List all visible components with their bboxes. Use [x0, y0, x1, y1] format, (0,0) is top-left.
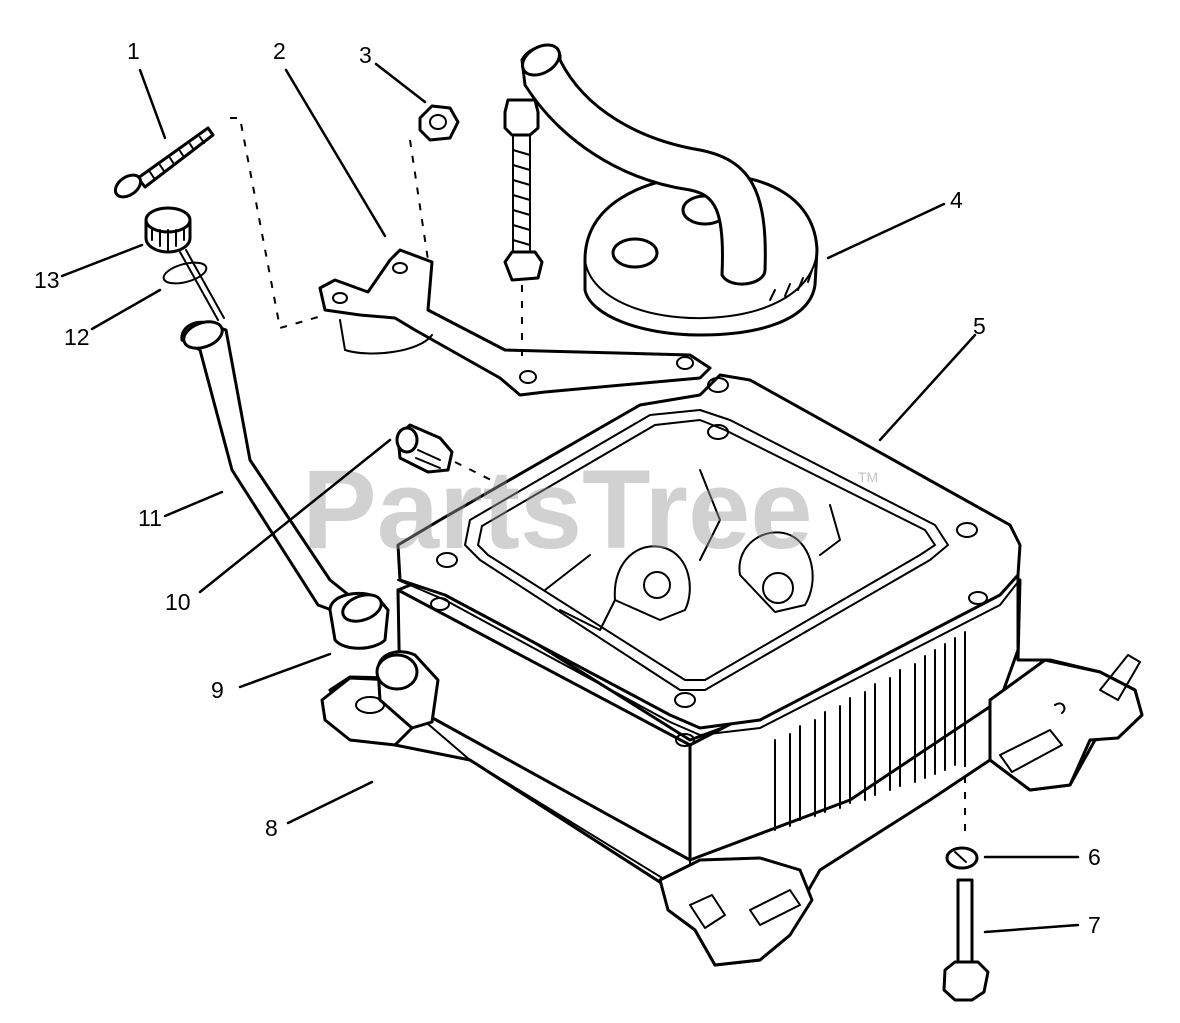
callout-labels: 1 2 3 4 5 6 7 8 9 10 11 12 13	[34, 38, 1101, 938]
callout-4: 4	[950, 187, 963, 213]
callout-5: 5	[973, 313, 986, 339]
leader-lines	[60, 62, 1080, 934]
callout-13: 13	[34, 267, 60, 293]
callout-10: 10	[165, 589, 191, 615]
callout-8: 8	[265, 815, 278, 841]
assembly-line-screw	[230, 117, 326, 330]
callout-11: 11	[138, 505, 162, 531]
part-2-bracket	[318, 248, 712, 397]
watermark-trademark: TM	[858, 469, 878, 485]
part-3-nut	[418, 104, 460, 142]
callout-9: 9	[211, 677, 224, 703]
callout-12: 12	[64, 324, 90, 350]
callout-2: 2	[273, 38, 286, 64]
partstree-watermark: PartsTree TM	[302, 447, 878, 572]
part-10-plug	[395, 423, 496, 483]
part-4-breather-cap	[520, 43, 819, 337]
callout-3: 3	[359, 42, 372, 68]
part-8-engine-base	[320, 373, 1144, 967]
part-9-grommet	[328, 591, 390, 650]
part-11-dipstick-tube	[179, 249, 357, 617]
center-bolt	[503, 98, 544, 360]
callout-7: 7	[1088, 912, 1101, 938]
callout-6: 6	[1088, 844, 1101, 870]
part-6-lock-washer	[945, 846, 979, 870]
part-13-dipstick-cap	[144, 206, 192, 254]
assembly-line-nut	[409, 139, 429, 261]
watermark-brand: PartsTree	[302, 447, 813, 572]
part-7-bolt	[942, 760, 990, 1002]
part-1-screw	[113, 126, 215, 199]
part-12-o-ring	[162, 261, 208, 285]
callout-1: 1	[127, 38, 140, 64]
